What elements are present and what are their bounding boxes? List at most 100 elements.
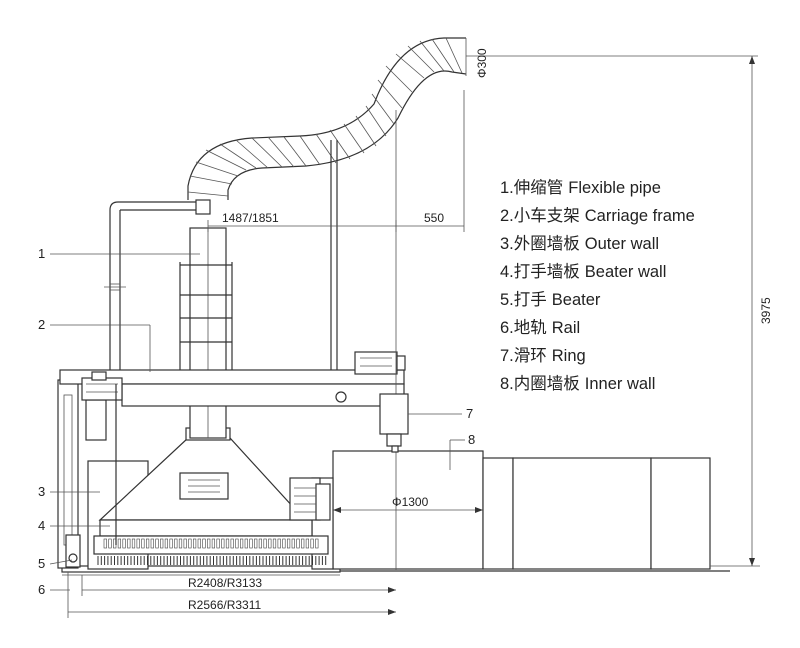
beater-slot — [282, 538, 286, 549]
beater-slot — [160, 538, 164, 549]
offset-label: 550 — [424, 211, 444, 225]
beater-slot — [310, 538, 314, 549]
pipe-corrugation — [355, 115, 377, 147]
callout-6: 6 — [38, 582, 45, 597]
callout-3: 3 — [38, 484, 45, 499]
beater-slot — [296, 538, 300, 549]
beater-slot — [272, 538, 277, 549]
pipe-corrugation — [385, 65, 413, 93]
beater-slot — [103, 538, 107, 549]
pipe-corrugation — [419, 40, 445, 72]
pipe-corrugation — [431, 38, 455, 73]
pipe-corrugation — [445, 37, 463, 74]
top-span-label: 1487/1851 — [222, 211, 279, 225]
beater-slot — [150, 538, 154, 549]
pipe-corrugation — [251, 137, 283, 168]
beater-slot — [277, 538, 281, 549]
callout-2: 2 — [38, 317, 45, 332]
beater-housing — [93, 427, 331, 555]
beater-slot — [315, 538, 319, 549]
pipe-corrugation — [299, 135, 321, 166]
beater-slot — [301, 538, 305, 549]
beater-slot — [221, 538, 225, 549]
pipe-corrugation — [235, 139, 269, 169]
pipe-diameter-label: Φ300 — [475, 48, 489, 78]
beater-slot — [155, 538, 159, 549]
height-label: 3975 — [759, 297, 773, 324]
beater-slot — [263, 538, 267, 549]
beater-slot — [225, 538, 230, 549]
beater-slot — [244, 538, 248, 549]
beater-slot — [131, 538, 136, 549]
beater-slot — [141, 538, 145, 549]
beater-slot — [183, 538, 187, 549]
callout-8: 8 — [468, 432, 475, 447]
pipe-corrugation — [219, 143, 257, 169]
pipe-corrugation — [365, 105, 387, 137]
ring-supports — [330, 110, 397, 570]
beater-slot — [202, 538, 206, 549]
dimension-lines — [67, 38, 760, 618]
beater-slot — [174, 538, 178, 549]
beater-slot — [136, 538, 140, 549]
beater-slot — [117, 538, 121, 549]
beater-slot — [230, 538, 234, 549]
pipe-corrugation — [315, 133, 337, 164]
beater-slot — [169, 538, 173, 549]
beater-slot — [305, 538, 310, 549]
pipe-corrugation — [205, 149, 247, 171]
pipe-corrugation — [189, 175, 233, 185]
beater-slot — [146, 538, 150, 549]
beater-slot — [240, 538, 244, 549]
radius-inner-label: R2408/R3133 — [188, 576, 262, 590]
left-rods — [109, 199, 211, 545]
callout-labels: 1 2 3 4 5 6 7 8 — [38, 246, 475, 597]
beater-slot — [127, 538, 131, 549]
beater-slot — [108, 538, 112, 549]
left-column — [57, 379, 107, 569]
beater-slot — [249, 538, 253, 549]
beater-slot — [122, 538, 126, 549]
pipe-corrugation — [283, 136, 307, 167]
beater-slot — [207, 538, 211, 549]
duct-frame — [179, 262, 233, 370]
pipe-corrugation — [187, 191, 229, 197]
flexible-pipe — [187, 37, 467, 200]
beater-slot — [216, 538, 220, 549]
beater-slot — [178, 538, 183, 549]
beater-slot — [291, 538, 295, 549]
beater-slot — [268, 538, 272, 549]
pipe-corrugation — [329, 129, 351, 160]
callout-4: 4 — [38, 518, 45, 533]
beater-slot — [197, 538, 201, 549]
beater-slot — [211, 538, 216, 549]
beater-teeth — [97, 538, 327, 565]
beater-slot — [188, 538, 192, 549]
pipe-corrugation — [377, 79, 403, 109]
pipe-corrugation — [267, 136, 295, 168]
beater-slot — [235, 538, 239, 549]
pipe-corrugation — [195, 161, 239, 177]
beater-slot — [254, 538, 258, 549]
pipe-corrugation — [407, 45, 435, 73]
slip-ring — [379, 393, 409, 453]
pipe-corrugation — [371, 93, 395, 125]
carriage-frame — [59, 351, 406, 407]
pipe-corrugation — [395, 53, 425, 79]
callout-7: 7 — [466, 406, 473, 421]
inner-diameter-label: Φ1300 — [392, 495, 429, 509]
radius-outer-label: R2566/R3311 — [188, 598, 261, 612]
callout-1: 1 — [38, 246, 45, 261]
beater-slot — [193, 538, 197, 549]
